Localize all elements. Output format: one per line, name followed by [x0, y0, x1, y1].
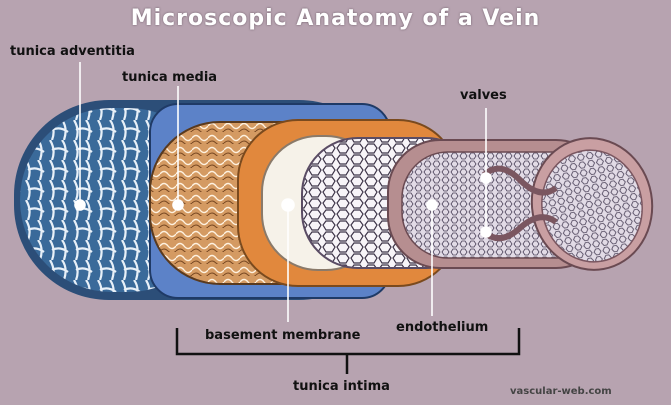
- valve-end-cap: [481, 137, 654, 271]
- diagram-title: Microscopic Anatomy of a Vein: [130, 6, 541, 31]
- label-endothelium: endothelium: [396, 320, 489, 335]
- watermark-text: vascular-web.com: [510, 386, 612, 397]
- label-valves: valves: [460, 88, 507, 103]
- label-basement-membrane: basement membrane: [205, 328, 361, 343]
- tunica-intima-bracket: [175, 328, 521, 374]
- leader-lines: [74, 62, 492, 322]
- label-tunica-media: tunica media: [122, 70, 218, 85]
- label-tunica-intima: tunica intima: [293, 379, 390, 394]
- label-tunica-adventitia: tunica adventitia: [10, 44, 135, 59]
